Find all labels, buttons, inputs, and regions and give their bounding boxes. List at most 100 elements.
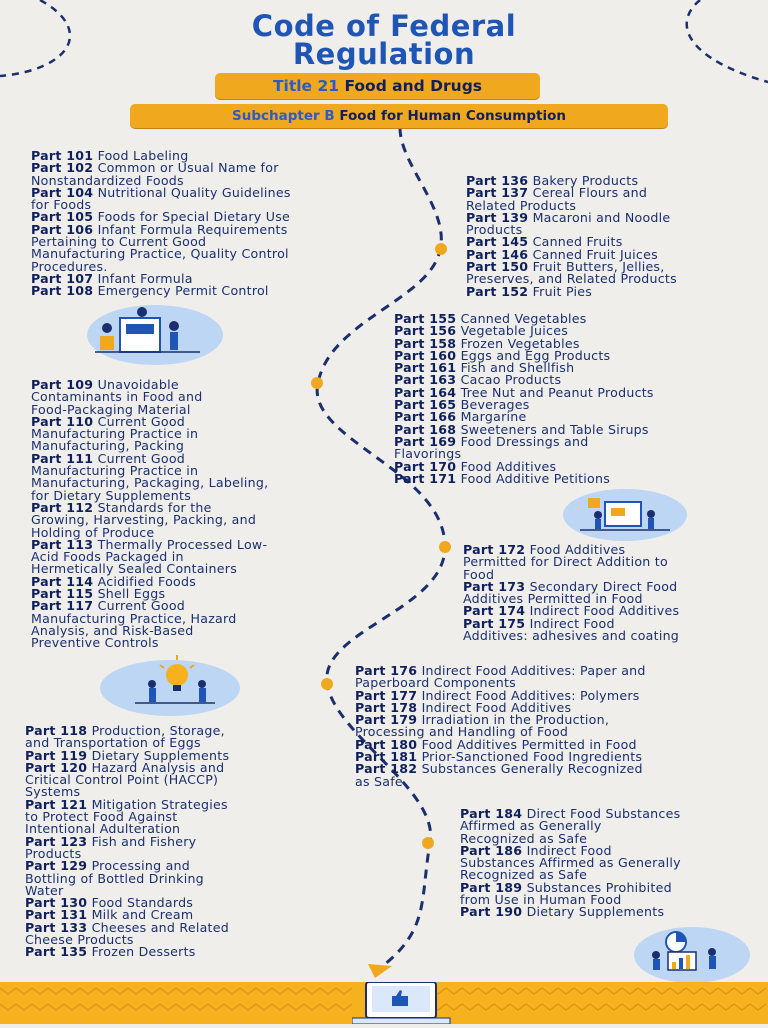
- part-number: Part 105: [31, 209, 94, 225]
- part-number: Part 180: [355, 736, 418, 752]
- part-title: Emergency Permit Control: [97, 283, 269, 299]
- title21-banner: Title 21 Food and Drugs: [215, 73, 540, 99]
- part-item: Part 166 Margarine: [394, 409, 766, 425]
- part-number: Part 169: [394, 433, 457, 449]
- part-title: Fish and Shellfish: [460, 360, 575, 376]
- part-item: Part 145 Canned Fruits: [466, 234, 766, 250]
- part-number: Part 182: [355, 761, 418, 777]
- part-title: Food Labeling: [97, 148, 189, 163]
- part-item: Part 174 Indirect Food Additives: [463, 603, 766, 619]
- part-item: Part 113 Thermally Processed Low-Acid Fo…: [31, 538, 376, 576]
- part-item: Part 118 Production, Storage,and Transpo…: [25, 724, 315, 750]
- part-item: Part 165 Beverages: [394, 397, 766, 413]
- part-number: Part 107: [31, 270, 94, 286]
- part-item: Part 136 Bakery Products: [466, 174, 766, 187]
- footer-band: [0, 982, 768, 1024]
- part-item: Part 178 Indirect Food Additives: [355, 699, 766, 715]
- part-number: Part 117: [31, 598, 94, 614]
- part-item: Part 182 Substances Generally Recognized…: [355, 763, 766, 788]
- subchapter-prefix: Subchapter B: [232, 108, 335, 124]
- corner-dash-right: [685, 0, 768, 84]
- part-title: Irradiation in the Production,Processing…: [355, 712, 610, 740]
- corner-dash-left: [0, 0, 72, 78]
- part-item: Part 101 Food Labeling: [31, 148, 391, 163]
- part-title: Food Additives: [460, 458, 557, 474]
- part-item: Part 190 Dietary Supplements: [460, 904, 766, 920]
- part-item: Part 171 Food Additive Petitions: [394, 470, 766, 486]
- timeline-arrow-head: [368, 964, 392, 978]
- laptop-like-illustration: [352, 982, 451, 1024]
- part-number: Part 172: [463, 542, 526, 557]
- part-item: Part 135 Frozen Desserts: [25, 946, 315, 959]
- part-title: Frozen Vegetables: [460, 335, 580, 351]
- part-item: Part 176 Indirect Food Additives: Paper …: [355, 663, 766, 691]
- part-number: Part 184: [460, 806, 523, 821]
- part-number: Part 168: [394, 421, 457, 437]
- part-number: Part 131: [25, 907, 88, 923]
- part-item: Part 150 Fruit Butters, Jellies,Preserve…: [466, 259, 766, 287]
- part-number: Part 181: [355, 749, 418, 765]
- part-number: Part 114: [31, 573, 94, 589]
- part-number: Part 175: [463, 615, 526, 631]
- timeline-dot: [311, 377, 323, 389]
- part-title: Shell Eggs: [97, 586, 166, 602]
- part-number: Part 160: [394, 347, 457, 363]
- part-number: Part 190: [460, 904, 523, 920]
- part-item: Part 155 Canned Vegetables: [394, 311, 766, 326]
- timeline-dot: [439, 541, 451, 553]
- part-title: Margarine: [460, 409, 527, 425]
- part-title: Canned Fruits: [532, 234, 623, 250]
- part-title: Canned Vegetables: [460, 311, 587, 326]
- part-number: Part 163: [394, 372, 457, 388]
- part-title: Fruit Butters, Jellies,Preserves, and Re…: [466, 259, 677, 287]
- part-number: Part 123: [25, 833, 88, 849]
- part-title: Food Additive Petitions: [460, 470, 611, 486]
- part-item: Part 177 Indirect Food Additives: Polyme…: [355, 689, 766, 702]
- part-item: Part 115 Shell Eggs: [31, 586, 376, 602]
- part-number: Part 102: [31, 160, 94, 176]
- part-number: Part 165: [394, 397, 457, 413]
- part-title: Dietary Supplements: [526, 904, 665, 920]
- part-item: Part 163 Cacao Products: [394, 372, 766, 388]
- part-title: Sweeteners and Table Sirups: [460, 421, 649, 437]
- part-item: Part 130 Food Standards: [25, 896, 315, 909]
- timeline-dot: [435, 243, 447, 255]
- lab-team-illustration: [87, 305, 223, 365]
- part-item: Part 107 Infant Formula: [31, 270, 391, 286]
- part-number: Part 186: [460, 842, 523, 858]
- part-title: Indirect Food Additives: [421, 699, 572, 715]
- part-title: Indirect Food Additives: [529, 603, 680, 619]
- title21-text: Food and Drugs: [344, 77, 483, 95]
- part-title: Acidified Foods: [97, 573, 197, 589]
- part-number: Part 109: [31, 377, 94, 392]
- part-title: Tree Nut and Peanut Products: [460, 384, 654, 400]
- part-item: Part 161 Fish and Shellfish: [394, 360, 766, 376]
- part-number: Part 152: [466, 283, 529, 299]
- part-item: Part 158 Frozen Vegetables: [394, 335, 766, 351]
- part-number: Part 112: [31, 499, 94, 515]
